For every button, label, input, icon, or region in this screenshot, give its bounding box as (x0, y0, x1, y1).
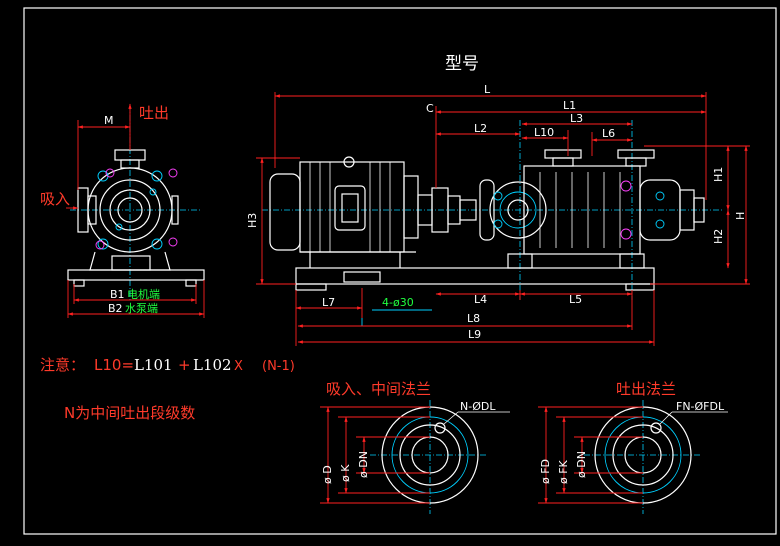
dim-l2: L2 (474, 122, 487, 135)
dim-l10: L10 (534, 126, 554, 139)
formula-plus: + (178, 356, 191, 374)
dim-l8: L8 (467, 312, 480, 325)
b1-note: 电机端 (127, 287, 160, 301)
dim-b2-label: B2 (108, 302, 123, 315)
dim-b1-label: B1 (110, 288, 125, 301)
dim-l4: L4 (474, 293, 487, 306)
dim-l: L (484, 83, 491, 96)
inlet-label: 吸入 (40, 190, 70, 208)
inlet-d-bolt: ø K (339, 464, 352, 482)
motor-body (299, 161, 405, 253)
outlet-flange-detail: 吐出法兰 FN-ØFDL ø FD ø FK ø DN (538, 380, 728, 514)
holes-label: 4-ø30 (382, 296, 414, 309)
drawing-frame (23, 7, 777, 535)
dim-l7: L7 (322, 296, 335, 309)
outlet-d-outer: ø FD (539, 459, 552, 484)
front-view: L C L1 L3 L2 L10 L6 H1 H2 H H3 L7 (246, 83, 750, 346)
dim-l6: L6 (602, 127, 615, 140)
motor-fan-cover (269, 173, 301, 251)
notes: 注意： L10= L101 + L102 X (N-1) N为中间吐出段级数 (40, 356, 295, 422)
outlet-holes-label: FN-ØFDL (676, 400, 725, 413)
dim-m-label: M (104, 114, 114, 127)
side-view: M 吐出 吸入 B1 电机端 B2 水泵端 (40, 103, 205, 318)
dim-l5: L5 (569, 293, 582, 306)
formula-prefix: 注意： (40, 356, 85, 374)
dim-h1: H1 (712, 167, 725, 182)
dim-h3: H3 (246, 213, 259, 228)
n-meaning: N为中间吐出段级数 (64, 404, 195, 422)
dim-h: H (734, 212, 747, 220)
inlet-flange-title: 吸入、中间法兰 (326, 380, 431, 398)
formula-l10: L10= (94, 356, 134, 374)
drawing-title: 型号 (445, 54, 479, 74)
outlet-d-bolt: ø FK (557, 459, 570, 484)
inlet-d-outer: ø D (321, 465, 334, 484)
formula-l102: L102 (193, 356, 232, 374)
formula-x: X (234, 359, 243, 374)
formula-l101: L101 (134, 356, 173, 374)
dim-l9: L9 (468, 328, 481, 341)
outlet-label: 吐出 (139, 104, 169, 122)
b2-note: 水泵端 (125, 302, 158, 315)
dim-l3: L3 (570, 112, 583, 125)
formula-n: (N-1) (262, 359, 295, 374)
dim-l1: L1 (563, 99, 576, 112)
inlet-d-nominal: ø DN (357, 451, 370, 478)
inlet-holes-label: N-ØDL (460, 400, 496, 413)
dim-c: C (426, 102, 434, 115)
outlet-d-nominal: ø DN (575, 451, 588, 478)
base-frame (295, 267, 655, 285)
inlet-flange-detail: 吸入、中间法兰 N-ØDL ø D ø K ø DN (320, 380, 510, 514)
dim-h2: H2 (712, 229, 725, 244)
outlet-flange-title: 吐出法兰 (616, 380, 676, 398)
